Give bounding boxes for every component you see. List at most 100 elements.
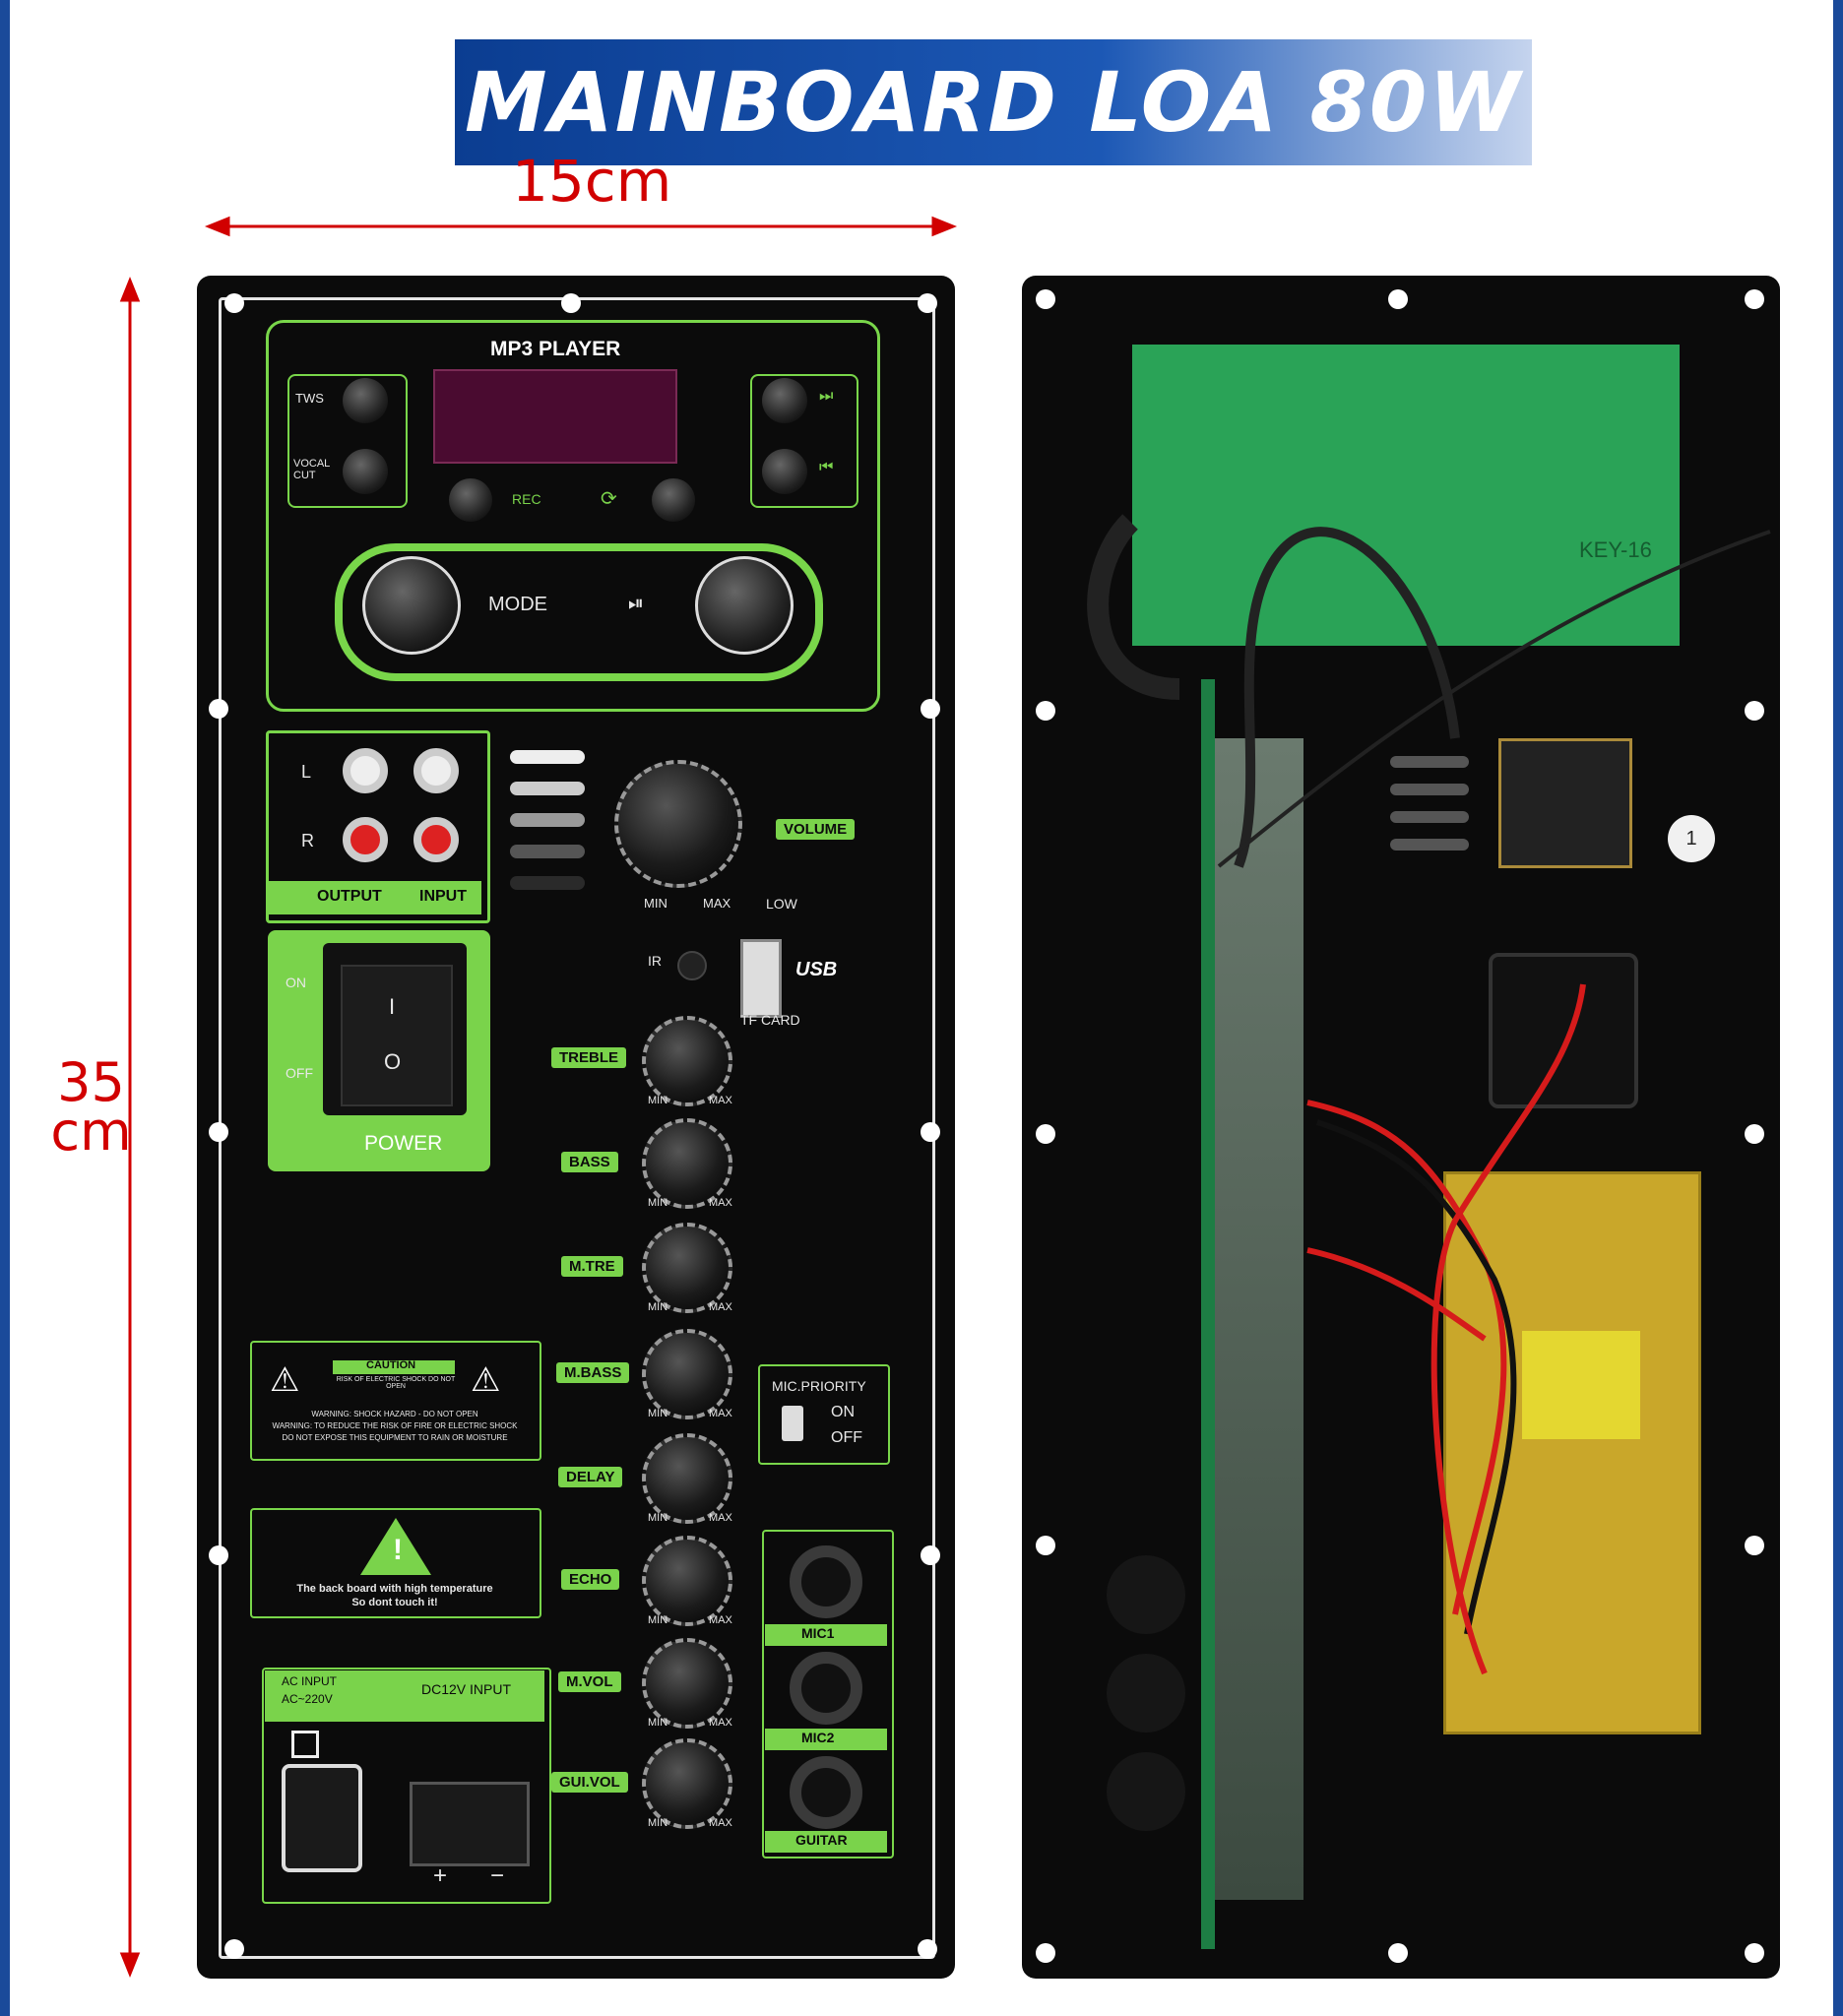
audio-io-section bbox=[266, 730, 490, 923]
vent-slot bbox=[510, 845, 585, 858]
guitar-jack-rear bbox=[1107, 1752, 1185, 1831]
warning-line-1: WARNING: SHOCK HAZARD - DO NOT OPEN bbox=[311, 1410, 478, 1418]
tf-card-label: TF CARD bbox=[740, 1012, 800, 1028]
vent-slot bbox=[510, 782, 585, 795]
gui-vol-knob[interactable] bbox=[642, 1738, 732, 1829]
led-display bbox=[433, 369, 677, 464]
mic-priority-box bbox=[758, 1364, 890, 1465]
power-label: POWER bbox=[364, 1132, 443, 1155]
warning-line-2: WARNING: TO REDUCE THE RISK OF FIRE OR E… bbox=[272, 1421, 518, 1430]
treble-max-label: MAX bbox=[709, 1095, 732, 1106]
right-channel-label: R bbox=[301, 831, 314, 850]
usb-port[interactable] bbox=[740, 939, 782, 1018]
delay-min-label: MIN bbox=[648, 1512, 668, 1524]
treble-min-label: MIN bbox=[648, 1095, 668, 1106]
caution-box bbox=[250, 1341, 541, 1461]
banner-title: MAINBOARD LOA 80W bbox=[465, 54, 1522, 151]
output-r-jack[interactable] bbox=[343, 817, 388, 862]
power-rocker-switch[interactable] bbox=[341, 965, 453, 1106]
treble-knob[interactable] bbox=[642, 1016, 732, 1106]
mic1-jack-rear bbox=[1107, 1555, 1185, 1634]
mic-priority-switch[interactable] bbox=[782, 1406, 803, 1441]
ir-receiver bbox=[677, 951, 707, 980]
number-tag: 1 bbox=[1668, 815, 1715, 862]
main-pcb bbox=[1201, 679, 1215, 1949]
m-bass-knob[interactable] bbox=[642, 1329, 732, 1419]
prev-button[interactable] bbox=[762, 449, 807, 494]
volume-max-label: MAX bbox=[703, 896, 731, 911]
caution-bar bbox=[333, 1360, 455, 1374]
mount-hole bbox=[1036, 1536, 1055, 1555]
repeat-icon: ⟳ bbox=[601, 488, 617, 510]
back-panel: KEY-16 1 bbox=[1022, 276, 1780, 1979]
mount-hole bbox=[1388, 289, 1408, 309]
mount-hole bbox=[921, 699, 940, 719]
component-column bbox=[1215, 738, 1303, 1900]
mount-hole bbox=[1745, 1536, 1764, 1555]
gui-vol-min-label: MIN bbox=[648, 1817, 668, 1829]
tws-group bbox=[287, 374, 408, 508]
height-unit: cm bbox=[50, 1101, 132, 1163]
mount-hole bbox=[921, 1122, 940, 1142]
mount-hole bbox=[921, 1545, 940, 1565]
repeat-button[interactable] bbox=[652, 478, 695, 522]
front-panel: MP3 PLAYER TWS VOCAL CUT ⏭ ⏮ REC ⟳ MODE … bbox=[197, 276, 955, 1979]
tws-button[interactable] bbox=[343, 378, 388, 423]
volume-knob[interactable] bbox=[614, 760, 742, 888]
hot-warning-line-1: The back board with high temperature bbox=[296, 1583, 493, 1595]
m-tre-max-label: MAX bbox=[709, 1301, 732, 1313]
mic-jacks-section bbox=[762, 1530, 894, 1858]
bass-knob[interactable] bbox=[642, 1118, 732, 1209]
echo-knob[interactable] bbox=[642, 1536, 732, 1626]
mic1-jack[interactable] bbox=[790, 1545, 862, 1618]
output-l-jack[interactable] bbox=[343, 748, 388, 793]
rec-button[interactable] bbox=[449, 478, 492, 522]
mount-hole bbox=[1036, 289, 1055, 309]
m-tre-knob[interactable] bbox=[642, 1223, 732, 1313]
vocal-cut-label: VOCAL CUT bbox=[293, 458, 330, 481]
ac-voltage-label: AC~220V bbox=[282, 1692, 333, 1706]
m-tre-min-label: MIN bbox=[648, 1301, 668, 1313]
next-button[interactable] bbox=[762, 378, 807, 423]
hot-warning-line-2: So dont touch it! bbox=[351, 1597, 438, 1608]
mic2-jack-rear bbox=[1107, 1654, 1185, 1732]
play-pause-button[interactable] bbox=[695, 556, 794, 655]
m-vol-max-label: MAX bbox=[709, 1717, 732, 1729]
shock-warning-icon: ⚠ bbox=[270, 1361, 300, 1399]
input-l-jack[interactable] bbox=[413, 748, 459, 793]
echo-label: ECHO bbox=[561, 1569, 620, 1590]
mode-button[interactable] bbox=[362, 556, 461, 655]
delay-max-label: MAX bbox=[709, 1512, 732, 1524]
mic2-jack[interactable] bbox=[790, 1652, 862, 1725]
mount-hole bbox=[224, 1939, 244, 1959]
vocal-cut-button[interactable] bbox=[343, 449, 388, 494]
guitar-jack[interactable] bbox=[790, 1756, 862, 1829]
power-input-section bbox=[262, 1668, 551, 1904]
mic-priority-on-label: ON bbox=[831, 1404, 855, 1420]
mount-hole bbox=[1388, 1943, 1408, 1963]
connector-board bbox=[1498, 738, 1632, 868]
guitar-bar bbox=[765, 1831, 887, 1853]
bass-label: BASS bbox=[561, 1152, 618, 1172]
delay-knob[interactable] bbox=[642, 1433, 732, 1524]
ac-power-socket[interactable] bbox=[282, 1764, 362, 1872]
mount-hole bbox=[1745, 1943, 1764, 1963]
height-value: 35 bbox=[57, 1051, 125, 1113]
power-on-label: ON bbox=[286, 975, 306, 990]
dc-terminal-block[interactable] bbox=[410, 1782, 530, 1866]
mic-priority-label: MIC.PRIORITY bbox=[772, 1378, 866, 1394]
mp3-section bbox=[266, 320, 880, 712]
input-r-jack[interactable] bbox=[413, 817, 459, 862]
io-label-bar bbox=[269, 881, 481, 914]
mount-hole bbox=[1745, 701, 1764, 721]
mount-hole bbox=[224, 293, 244, 313]
volume-min-label: MIN bbox=[644, 896, 667, 911]
pcb-label: KEY-16 bbox=[1579, 537, 1652, 562]
m-vol-knob[interactable] bbox=[642, 1638, 732, 1729]
gui-vol-max-label: MAX bbox=[709, 1817, 732, 1829]
mode-ring bbox=[335, 543, 823, 681]
rocker-on-mark: I bbox=[389, 994, 396, 1019]
usb-label: USB bbox=[795, 959, 838, 980]
hot-warning-mark: ! bbox=[393, 1534, 403, 1566]
